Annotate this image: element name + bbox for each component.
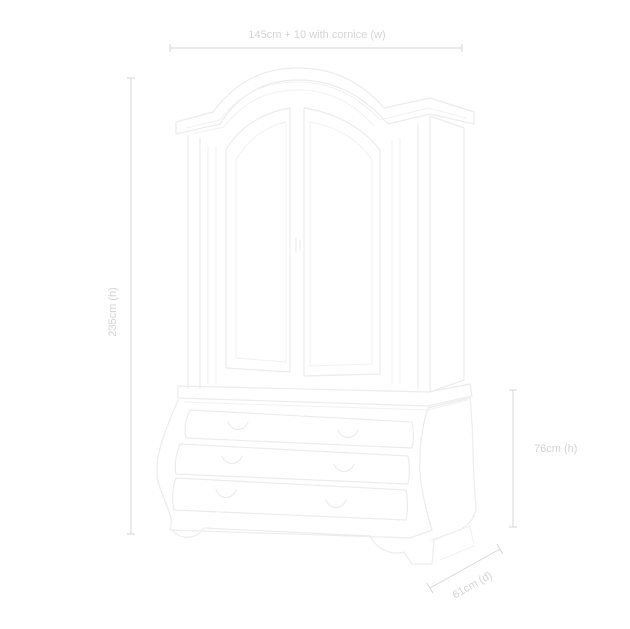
- armoire-sketch: [156, 67, 477, 565]
- depth-label: 61cm (d): [451, 569, 495, 601]
- dimension-height: 235cm (h): [107, 77, 135, 535]
- dimension-base-height: 76cm (h): [509, 389, 577, 528]
- width-label: 145cm + 10 with cornice (w): [248, 29, 385, 41]
- depth-tick-right: [496, 543, 504, 555]
- bombe-chest: [156, 397, 477, 565]
- depth-dimension-line: [429, 548, 501, 589]
- dimension-depth: 61cm (d): [426, 543, 504, 601]
- waist-molding: [177, 383, 473, 411]
- dimension-width: 145cm + 10 with cornice (w): [169, 29, 463, 52]
- cornice: [175, 67, 475, 135]
- upper-cabinet: [187, 107, 465, 393]
- depth-tick-left: [426, 582, 434, 594]
- base-height-label: 76cm (h): [534, 443, 577, 455]
- height-label: 235cm (h): [107, 287, 119, 337]
